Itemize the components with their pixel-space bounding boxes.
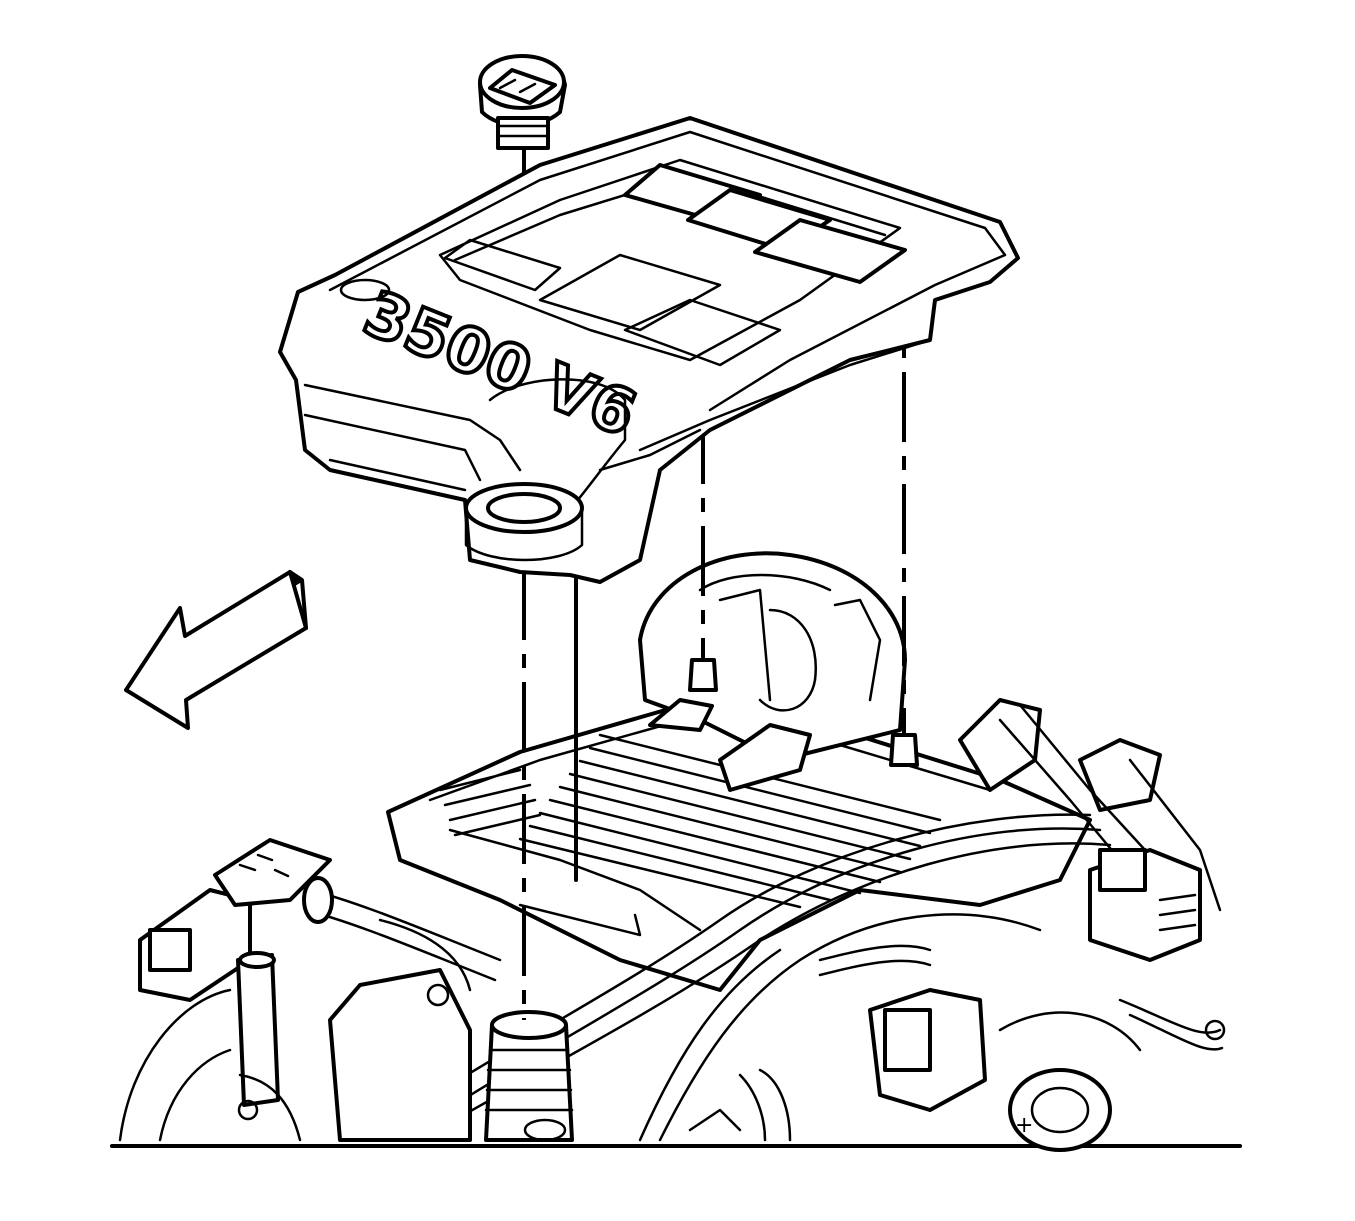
vacuum-lines <box>523 944 1226 1142</box>
engine-cover: 3500 V6 <box>278 116 1020 584</box>
cover-vents <box>623 163 907 284</box>
oil-fill-tube <box>484 1010 574 1142</box>
front-arrow-icon <box>124 570 308 730</box>
cover-emblem-badge <box>339 278 391 302</box>
ignition-coil-module <box>138 838 332 1121</box>
oil-fill-cap <box>478 54 567 150</box>
egr-valve <box>1088 848 1202 962</box>
cover-stud <box>889 733 919 767</box>
alternator <box>118 988 302 1142</box>
cover-stud <box>688 658 718 692</box>
fuel-injector-connectors <box>958 698 1222 912</box>
engine-assembly: + <box>110 551 1242 1152</box>
throttle-body: + <box>868 988 1142 1152</box>
coolant-hoses <box>302 876 502 1142</box>
plus-icon: + <box>1015 1113 1033 1138</box>
